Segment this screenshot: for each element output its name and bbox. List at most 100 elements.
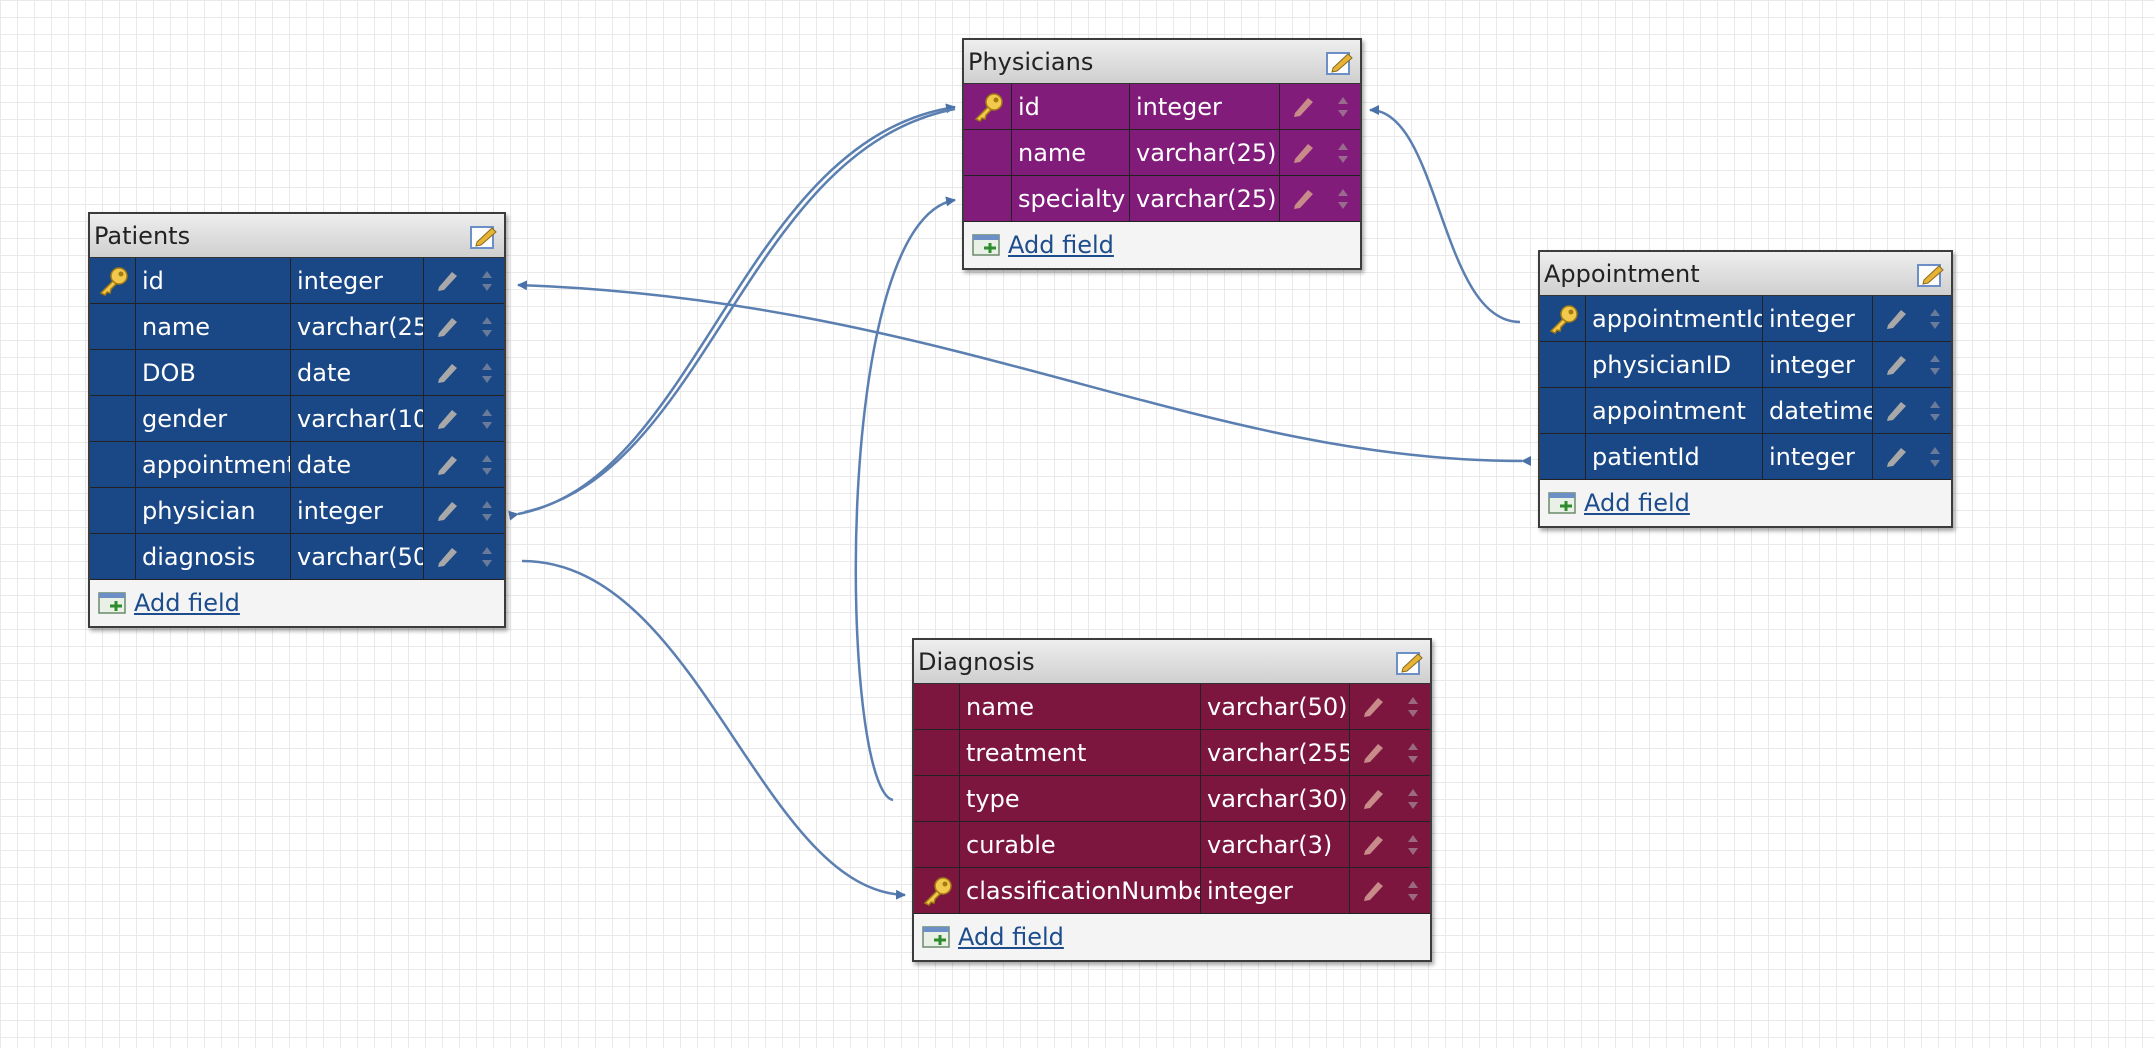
add-field-link[interactable]: Add field	[134, 589, 240, 617]
field-row[interactable]: name varchar(25)	[90, 304, 504, 350]
add-field-icon[interactable]	[98, 591, 128, 615]
field-row[interactable]: name varchar(25)	[964, 130, 1360, 176]
reorder-arrows-icon[interactable]	[1336, 94, 1350, 120]
add-field-link[interactable]: Add field	[958, 923, 1064, 951]
field-name: classificationNumber	[960, 868, 1201, 913]
reorder-arrows-icon[interactable]	[480, 268, 494, 294]
key-cell	[90, 350, 136, 395]
table-appointment[interactable]: Appointment appointmentId integer physic…	[1538, 250, 1953, 528]
edit-table-icon[interactable]	[1326, 50, 1354, 76]
pencil-icon[interactable]	[1360, 694, 1386, 720]
field-row[interactable]: appointment datetime	[1540, 388, 1951, 434]
field-row[interactable]: type varchar(30)	[914, 776, 1430, 822]
table-physicians[interactable]: Physicians id integer name varchar(25)	[962, 38, 1362, 270]
table-footer: Add field	[964, 222, 1360, 268]
pencil-icon[interactable]	[1360, 786, 1386, 812]
edit-table-icon[interactable]	[1917, 262, 1945, 288]
field-row[interactable]: appointmentId integer	[1540, 296, 1951, 342]
link-patients-physician-physicians-id	[508, 103, 956, 521]
field-type: integer	[291, 488, 424, 533]
reorder-arrows-icon[interactable]	[480, 498, 494, 524]
pencil-icon[interactable]	[1290, 94, 1316, 120]
reorder-arrows-icon[interactable]	[1406, 740, 1420, 766]
field-row[interactable]: id integer	[90, 258, 504, 304]
key-icon	[974, 92, 1003, 122]
reorder-arrows-icon[interactable]	[1406, 694, 1420, 720]
field-list: name varchar(50) treatment varchar(255) …	[914, 684, 1430, 914]
pencil-icon[interactable]	[434, 452, 460, 478]
reorder-arrows-icon[interactable]	[1928, 306, 1942, 332]
field-actions	[1350, 868, 1430, 913]
key-icon	[1549, 304, 1578, 334]
pencil-icon[interactable]	[1360, 878, 1386, 904]
add-field-link[interactable]: Add field	[1008, 231, 1114, 259]
table-footer: Add field	[914, 914, 1430, 960]
field-name: diagnosis	[136, 534, 291, 579]
key-cell	[914, 684, 960, 729]
field-type: varchar(25)	[1130, 176, 1280, 221]
field-row[interactable]: physicianID integer	[1540, 342, 1951, 388]
key-cell	[90, 396, 136, 441]
field-row[interactable]: diagnosis varchar(50)	[90, 534, 504, 580]
table-patients[interactable]: Patients id integer name varchar(25)	[88, 212, 506, 628]
table-header[interactable]: Appointment	[1540, 252, 1951, 296]
reorder-arrows-icon[interactable]	[1336, 140, 1350, 166]
field-row[interactable]: physician integer	[90, 488, 504, 534]
pencil-icon[interactable]	[434, 498, 460, 524]
field-row[interactable]: classificationNumber integer	[914, 868, 1430, 914]
reorder-arrows-icon[interactable]	[1406, 878, 1420, 904]
field-type: date	[291, 350, 424, 395]
add-field-icon[interactable]	[1548, 491, 1578, 515]
pencil-icon[interactable]	[434, 406, 460, 432]
pencil-icon[interactable]	[1360, 832, 1386, 858]
pencil-icon[interactable]	[434, 314, 460, 340]
field-actions	[1350, 684, 1430, 729]
reorder-arrows-icon[interactable]	[1928, 352, 1942, 378]
field-row[interactable]: curable varchar(3)	[914, 822, 1430, 868]
reorder-arrows-icon[interactable]	[1928, 444, 1942, 470]
reorder-arrows-icon[interactable]	[480, 544, 494, 570]
pencil-icon[interactable]	[1883, 398, 1909, 424]
pencil-icon[interactable]	[1883, 444, 1909, 470]
add-field-icon[interactable]	[972, 233, 1002, 257]
reorder-arrows-icon[interactable]	[480, 314, 494, 340]
pencil-icon[interactable]	[434, 268, 460, 294]
field-row[interactable]: appointment date	[90, 442, 504, 488]
reorder-arrows-icon[interactable]	[480, 360, 494, 386]
edit-table-icon[interactable]	[1396, 650, 1424, 676]
reorder-arrows-icon[interactable]	[1406, 832, 1420, 858]
table-header[interactable]: Patients	[90, 214, 504, 258]
field-name: specialty	[1012, 176, 1130, 221]
field-name: curable	[960, 822, 1201, 867]
field-type: varchar(255)	[1201, 730, 1350, 775]
table-header[interactable]: Diagnosis	[914, 640, 1430, 684]
field-row[interactable]: specialty varchar(25)	[964, 176, 1360, 222]
pencil-icon[interactable]	[434, 544, 460, 570]
field-row[interactable]: name varchar(50)	[914, 684, 1430, 730]
pencil-icon[interactable]	[1290, 140, 1316, 166]
add-field-icon[interactable]	[922, 925, 952, 949]
pencil-icon[interactable]	[1360, 740, 1386, 766]
add-field-link[interactable]: Add field	[1584, 489, 1690, 517]
field-actions	[1350, 730, 1430, 775]
pencil-icon[interactable]	[1883, 306, 1909, 332]
table-diagnosis[interactable]: Diagnosis name varchar(50) treatment var…	[912, 638, 1432, 962]
reorder-arrows-icon[interactable]	[1406, 786, 1420, 812]
reorder-arrows-icon[interactable]	[1336, 186, 1350, 212]
reorder-arrows-icon[interactable]	[480, 406, 494, 432]
table-header[interactable]: Physicians	[964, 40, 1360, 84]
field-row[interactable]: DOB date	[90, 350, 504, 396]
pencil-icon[interactable]	[1883, 352, 1909, 378]
field-row[interactable]: patientId integer	[1540, 434, 1951, 480]
reorder-arrows-icon[interactable]	[1928, 398, 1942, 424]
field-row[interactable]: gender varchar(10)	[90, 396, 504, 442]
pencil-icon[interactable]	[1290, 186, 1316, 212]
edit-table-icon[interactable]	[470, 224, 498, 250]
field-row[interactable]: id integer	[964, 84, 1360, 130]
field-row[interactable]: treatment varchar(255)	[914, 730, 1430, 776]
field-actions	[1280, 130, 1360, 175]
pencil-icon[interactable]	[434, 360, 460, 386]
field-type: varchar(50)	[291, 534, 424, 579]
reorder-arrows-icon[interactable]	[480, 452, 494, 478]
